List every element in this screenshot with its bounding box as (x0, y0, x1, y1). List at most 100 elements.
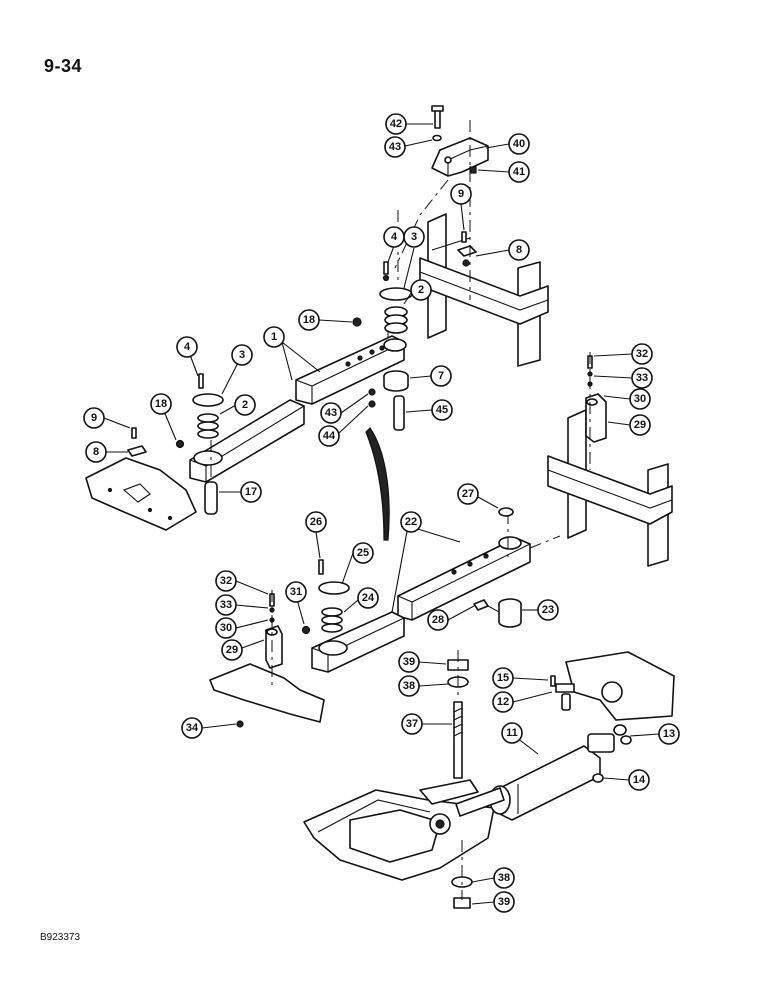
svg-text:18: 18 (155, 398, 167, 410)
upper-bracket-12 (550, 651, 675, 721)
callout-18-upper: 18 (298, 309, 320, 331)
callout-41: 41 (508, 161, 530, 183)
svg-text:8: 8 (93, 446, 99, 458)
svg-text:11: 11 (506, 727, 518, 739)
callout-38-upper: 38 (398, 675, 420, 697)
svg-text:32: 32 (636, 348, 648, 360)
callout-40: 40 (508, 133, 530, 155)
svg-text:12: 12 (497, 696, 509, 708)
callout-45: 45 (431, 399, 453, 421)
svg-text:4: 4 (391, 231, 398, 243)
callout-25: 25 (352, 542, 374, 564)
svg-text:28: 28 (432, 614, 444, 626)
bolt-42 (431, 105, 444, 142)
svg-text:41: 41 (513, 166, 525, 178)
callout-39-lower: 39 (493, 891, 515, 913)
svg-text:30: 30 (634, 393, 646, 405)
svg-text:23: 23 (542, 604, 554, 616)
svg-text:29: 29 (634, 419, 646, 431)
connector-arrow (365, 427, 390, 541)
callout-38-lower: 38 (493, 867, 515, 889)
ring-27 (498, 507, 514, 517)
svg-text:2: 2 (242, 399, 248, 411)
callout-43-upper: 43 (384, 136, 406, 158)
pin-17 (204, 481, 218, 515)
svg-text:43: 43 (325, 407, 337, 419)
callout-4-upper: 4 (383, 226, 405, 248)
callout-33-left: 33 (215, 594, 237, 616)
callout-24: 24 (357, 587, 379, 609)
svg-text:40: 40 (513, 138, 525, 150)
callout-33-right: 33 (631, 367, 653, 389)
svg-text:14: 14 (633, 774, 646, 786)
plate-8-upper (457, 231, 477, 267)
svg-text:26: 26 (310, 516, 322, 528)
figure-code: B923373 (40, 932, 81, 943)
callout-7: 7 (430, 365, 452, 387)
svg-text:38: 38 (403, 680, 415, 692)
svg-text:37: 37 (406, 718, 418, 730)
callout-37: 37 (401, 713, 423, 735)
callout-43-lower: 43 (320, 402, 342, 424)
callout-32-left: 32 (215, 570, 237, 592)
callout-8-lower: 8 (85, 441, 107, 463)
svg-text:7: 7 (438, 370, 444, 382)
cylinder-11 (429, 733, 615, 835)
callout-8-upper: 8 (508, 239, 530, 261)
callout-9-upper: 9 (450, 183, 472, 205)
callout-26: 26 (305, 511, 327, 533)
bushing-23 (473, 598, 522, 628)
svg-text:1: 1 (271, 331, 277, 343)
bushing-7 (368, 370, 409, 431)
callout-17: 17 (240, 481, 262, 503)
svg-text:30: 30 (220, 622, 232, 634)
svg-text:33: 33 (220, 599, 232, 611)
svg-text:17: 17 (245, 486, 257, 498)
callout-2-lower: 2 (234, 394, 256, 416)
callout-31: 31 (285, 581, 307, 603)
callout-13: 13 (658, 723, 680, 745)
callout-3-lower: 3 (231, 344, 253, 366)
svg-text:31: 31 (290, 586, 302, 598)
svg-text:34: 34 (186, 722, 199, 734)
page-number: 9-34 (44, 56, 83, 76)
svg-text:15: 15 (497, 672, 509, 684)
svg-text:3: 3 (239, 349, 245, 361)
svg-text:18: 18 (303, 314, 315, 326)
callout-28: 28 (427, 609, 449, 631)
callout-23: 23 (537, 599, 559, 621)
washers-13-14 (592, 724, 632, 783)
svg-text:39: 39 (498, 896, 510, 908)
callout-2-upper: 2 (410, 279, 432, 301)
callout-29-right: 29 (629, 414, 651, 436)
svg-text:33: 33 (636, 372, 648, 384)
callout-1: 1 (263, 326, 285, 348)
svg-text:24: 24 (362, 592, 375, 604)
svg-text:42: 42 (390, 118, 402, 130)
bottom-base-frame (303, 779, 495, 881)
svg-text:3: 3 (411, 231, 417, 243)
callout-29-left: 29 (221, 639, 243, 661)
callout-27: 27 (457, 483, 479, 505)
callout-11: 11 (501, 722, 523, 744)
bracket-40 (431, 137, 489, 177)
lower-frame-mount (547, 355, 673, 567)
upper-frame-mount (419, 213, 549, 367)
callout-30-right: 30 (629, 388, 651, 410)
lower-beam-22 (311, 536, 531, 673)
svg-text:13: 13 (663, 728, 675, 740)
lower-left-plate (209, 593, 325, 728)
nut-41 (469, 166, 477, 174)
spring-24 (301, 559, 350, 635)
callout-9-lower: 9 (83, 407, 105, 429)
spring-2-upper (352, 261, 413, 334)
callout-44: 44 (318, 425, 340, 447)
svg-text:27: 27 (462, 488, 474, 500)
svg-text:44: 44 (323, 430, 336, 442)
callout-42: 42 (385, 113, 407, 135)
callout-39-upper: 39 (398, 651, 420, 673)
svg-text:43: 43 (389, 141, 401, 153)
callout-32-right: 32 (631, 343, 653, 365)
callout-22: 22 (400, 511, 422, 533)
